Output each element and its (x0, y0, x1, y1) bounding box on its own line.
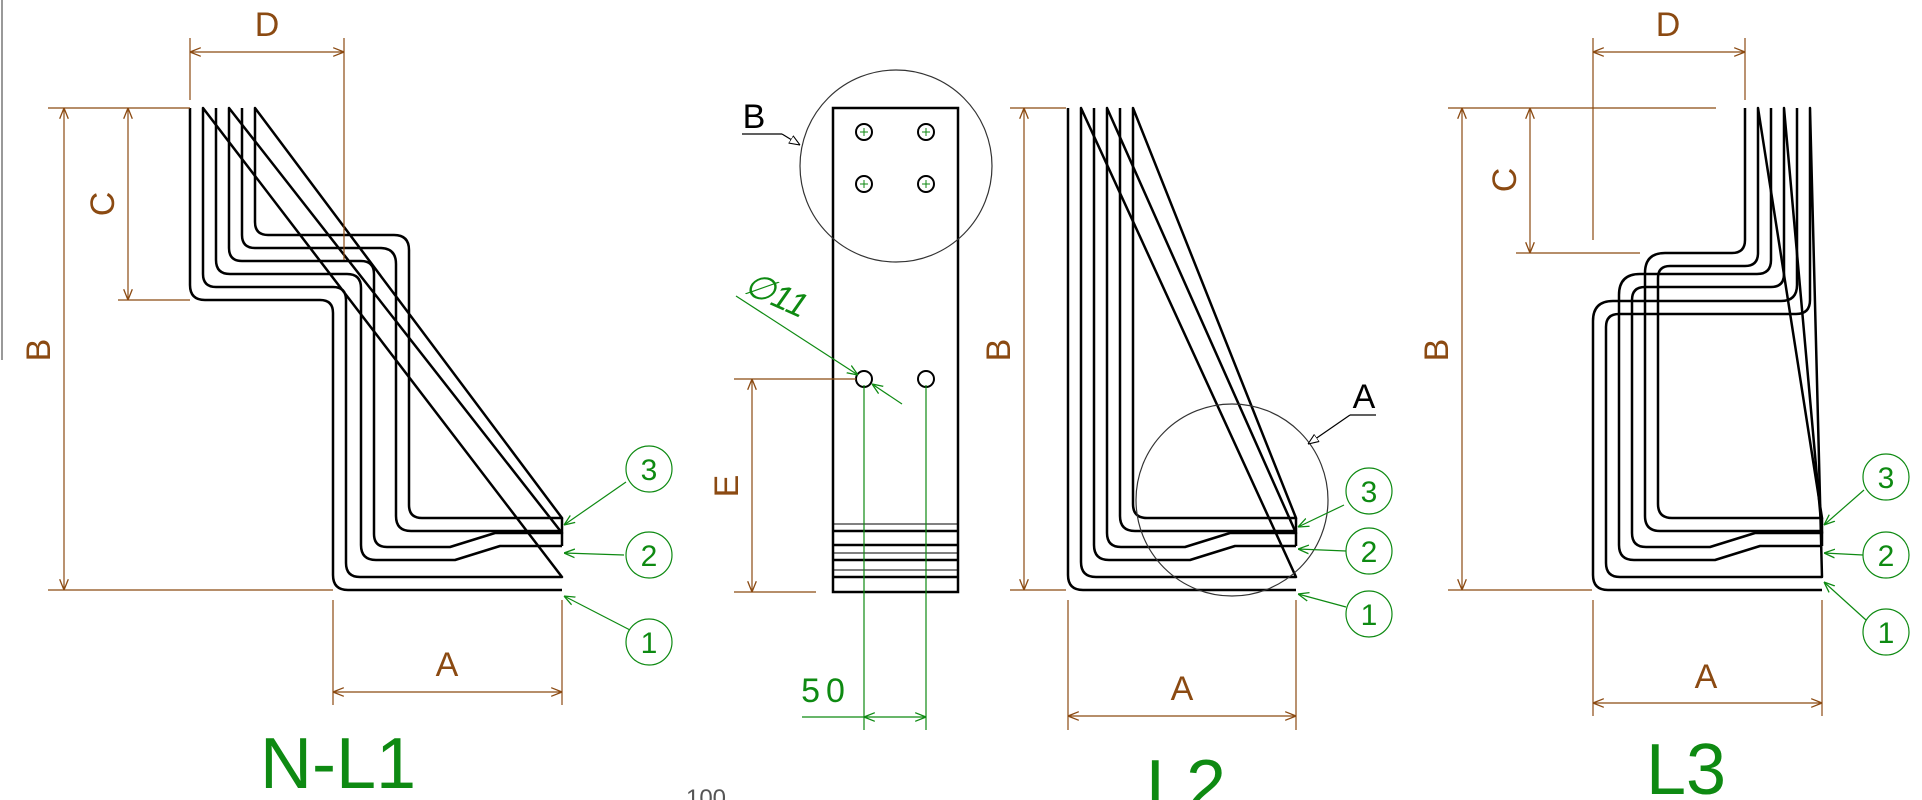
n-l1-conductors (188, 106, 564, 592)
l3-dim-b-label: B (1418, 339, 1456, 362)
detail-a-circle (1135, 403, 1329, 597)
n-l1-callout-3: 3 (641, 454, 658, 487)
l2-callout-2: 2 (1361, 536, 1378, 569)
l3-dimension-lines (1448, 38, 1823, 716)
side-bar-layers (833, 523, 958, 579)
l2-dim-a-label: A (1171, 670, 1194, 708)
l3-conductors (1591, 106, 1824, 592)
l2-bar-3 (1118, 106, 1298, 533)
view-n-l1: D A B C 3 2 1 N-L1 (20, 6, 673, 800)
l2-callouts (1298, 467, 1393, 638)
hole-icon (917, 175, 935, 193)
l2-title: L2 (1146, 746, 1226, 800)
hole-icon (855, 370, 873, 388)
n-l1-callout-3-circle (625, 445, 673, 493)
view-l3: D C B A 3 2 1 L3 (1418, 6, 1910, 800)
l3-dim-c-label: C (1486, 168, 1524, 193)
l3-callouts (1824, 453, 1910, 656)
n-l1-callouts (564, 445, 673, 666)
l3-callout-3: 3 (1878, 462, 1895, 495)
l3-callout-2-circle (1862, 531, 1910, 579)
side-dim-e-label: E (708, 475, 746, 498)
l3-callout-1: 1 (1878, 617, 1895, 650)
side-footer-text: 100 (686, 785, 726, 800)
detail-b-circle (799, 69, 993, 263)
n-l1-dim-b-label: B (20, 339, 58, 362)
l2-callout-1: 1 (1361, 599, 1378, 632)
side-top-hole-centers (860, 128, 930, 188)
hole-icon (917, 370, 935, 388)
l2-bar-1 (1066, 106, 1298, 592)
l2-callout-1-circle (1345, 590, 1393, 638)
n-l1-bar-1 (188, 106, 564, 592)
l3-callout-1-circle (1862, 608, 1910, 656)
l3-title: L3 (1646, 730, 1726, 800)
side-bar-outline (831, 106, 960, 594)
n-l1-extension-lines (48, 38, 563, 705)
l2-dim-b-label: B (980, 339, 1018, 362)
view-side: B ∅11 50 E 100 (686, 69, 993, 800)
l2-callout-2-circle (1345, 527, 1393, 575)
l2-dimension-lines (1010, 107, 1297, 730)
l3-callout-3-circle (1862, 453, 1910, 501)
n-l1-dim-d-label: D (255, 6, 280, 44)
side-top-holes (855, 123, 935, 193)
n-l1-callout-1: 1 (641, 627, 658, 660)
l3-bar-1 (1591, 106, 1824, 592)
l2-bar-2 (1092, 106, 1298, 562)
l3-bar-2 (1617, 106, 1824, 562)
l2-conductors (1066, 106, 1298, 592)
n-l1-callout-2-circle (625, 531, 673, 579)
side-dim-e (734, 378, 856, 593)
view-l2: A B A 3 2 1 L2 (980, 106, 1393, 800)
n-l1-callout-1-circle (625, 618, 673, 666)
l3-bar-3 (1643, 106, 1824, 533)
hole-icon (855, 175, 873, 193)
n-l1-title: N-L1 (260, 724, 416, 800)
side-lower-holes (855, 370, 935, 388)
side-hole-leader (735, 295, 927, 730)
l3-dim-a-label: A (1695, 658, 1718, 696)
detail-a-label: A (1353, 378, 1376, 416)
detail-b-label: B (743, 98, 766, 136)
n-l1-dim-c-label: C (84, 192, 122, 217)
n-l1-dim-a-label: A (436, 646, 459, 684)
l2-callout-3: 3 (1361, 476, 1378, 509)
hole-icon (917, 123, 935, 141)
n-l1-dimension-lines (64, 52, 562, 692)
l3-callout-2: 2 (1878, 540, 1895, 573)
hole-spacing-label: 50 (801, 672, 851, 710)
l3-dim-d-label: D (1656, 6, 1681, 44)
n-l1-bar-2 (214, 106, 564, 562)
l2-callout-3-circle (1345, 467, 1393, 515)
hole-icon (855, 123, 873, 141)
n-l1-callout-2: 2 (641, 540, 658, 573)
hole-diameter-label: ∅11 (739, 265, 814, 326)
n-l1-bar-3 (240, 106, 564, 533)
